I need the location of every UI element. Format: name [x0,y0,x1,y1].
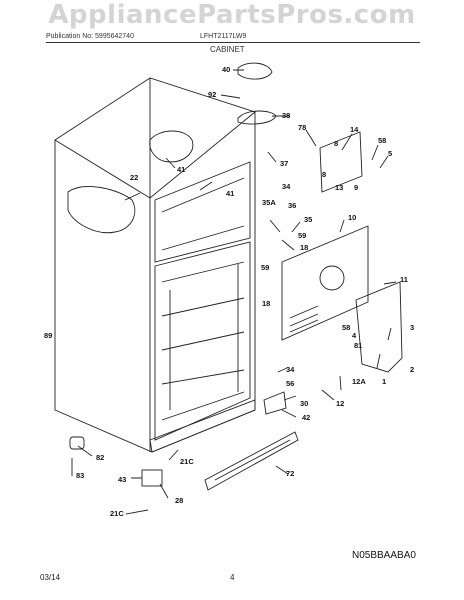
header-rule [46,42,420,43]
part-callout: 41 [177,165,185,174]
part-callout: 58 [378,136,386,145]
part-callout: 36 [288,201,296,210]
part-callout: 89 [44,331,52,340]
hinge-38 [237,110,277,125]
part-callout: 83 [76,471,84,480]
freezer-compartment [154,161,251,263]
part-callout: 43 [118,475,126,484]
fresh-food-compartment [154,241,251,441]
part-callout: 92 [208,90,216,99]
hinge-30 [263,391,287,415]
model-number: LFHT2117LW9 [200,33,247,40]
part-callout: 59 [298,231,306,240]
part-callout: 82 [96,453,104,462]
part-callout: 38 [282,111,290,120]
part-callout: 11 [400,275,408,284]
insulation-left [67,186,136,234]
part-callout: 18 [262,299,270,308]
insulation-top [149,130,194,163]
part-callout: 72 [286,469,294,478]
rear-cover-panel [281,225,369,341]
hinge-top-40 [237,62,273,80]
publication-number: Publication No: 5995642740 [46,33,134,40]
part-callout: 4 [352,331,357,340]
part-callout: 13 [335,183,343,192]
compressor-bracket [319,131,363,193]
part-callout: 28 [175,496,183,505]
part-callout: 35 [304,215,312,224]
part-callout: 35A [262,198,276,207]
part-callout: 1 [382,377,386,386]
part-callout: 12A [352,377,366,386]
part-callout: 14 [350,125,359,134]
part-callout: 81 [354,341,362,350]
shroud [355,281,403,373]
part-callout: 59 [261,263,269,272]
part-callout: 2 [410,365,414,374]
part-callout: 56 [286,379,294,388]
part-callout: 42 [302,413,310,422]
toe-grille [204,431,299,491]
bottom-rail [149,399,256,453]
part-callout: 78 [298,123,306,132]
part-callout: 18 [300,243,308,252]
part-callout: 21C [110,509,124,518]
diagram-code: N05BBAABA0 [352,550,416,561]
footer-date: 03/14 [40,573,61,582]
part-callout: 3 [410,323,414,332]
watermark: AppliancePartsPros.com [48,0,416,30]
part-callout: 12 [336,399,344,408]
part-callout: 8 [322,170,326,179]
footer-page: 4 [230,573,235,582]
roller-43 [141,469,163,487]
part-callout: 40 [222,65,230,74]
part-callout: 41 [226,189,234,198]
section-title: CABINET [210,45,245,54]
part-callout: 9 [354,183,358,192]
part-callout: 8 [334,139,338,148]
part-callout: 10 [348,213,356,222]
part-callout: 37 [280,159,288,168]
part-callout: 34 [282,182,291,191]
leveler-82 [69,436,85,450]
part-callout: 5 [388,149,392,158]
part-callout: 58 [342,323,350,332]
part-callout: 34 [286,365,295,374]
part-callout: 22 [130,173,138,182]
part-callout: 30 [300,399,308,408]
part-callout: 21C [180,457,194,466]
